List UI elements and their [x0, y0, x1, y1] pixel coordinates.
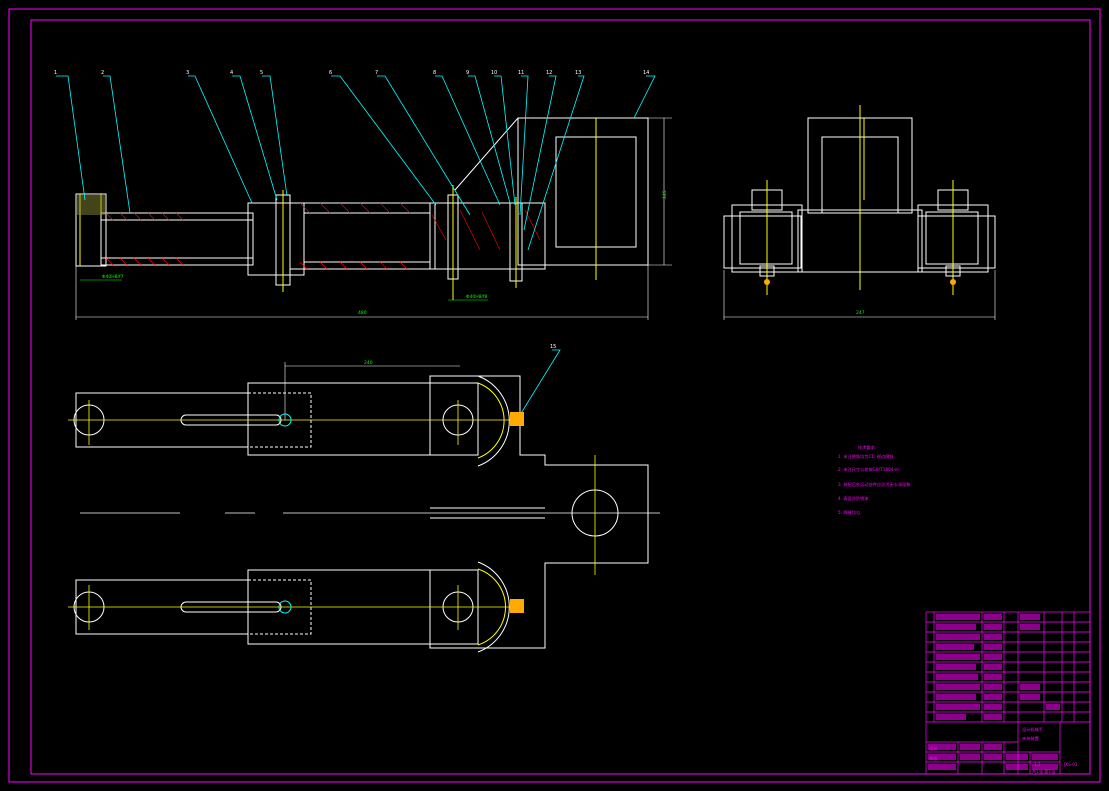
front-view-hatching [105, 202, 541, 270]
fit-dimension-left: Φ40H8/f7 [102, 274, 124, 280]
part-number-3: 3 [186, 70, 189, 76]
part-number-4: 4 [230, 70, 233, 76]
part-number-13: 13 [575, 70, 581, 76]
part-number-11: 11 [518, 70, 524, 76]
outer-frame [8, 8, 1101, 783]
side-view [723, 105, 996, 320]
part-number-14: 14 [643, 70, 649, 76]
tech-requirement-3: 3. 装配后各运动部件应灵活无卡滞现象. [838, 481, 912, 488]
tech-requirement-5: 5. 焊缝均匀. [838, 509, 861, 516]
title-block-scale: 1:1 [1034, 762, 1041, 767]
tech-requirement-1: 1. 未注倒角均为C1, 锐边倒钝. [838, 453, 895, 460]
title-block-title-line2: 夹持装置 [1022, 735, 1039, 742]
end-block-fill [77, 195, 105, 215]
front-view-dimensions [75, 117, 672, 320]
top-view-bolts [278, 413, 292, 614]
part-number-10: 10 [491, 70, 497, 76]
part-number-12: 12 [546, 70, 552, 76]
part-number-8: 8 [433, 70, 436, 76]
front-view [75, 117, 649, 300]
leader-lines [56, 75, 656, 416]
detail-callout-15: 15 [550, 344, 556, 350]
tech-requirement-2: 2. 未注尺寸公差按GB/T1804-m. [838, 466, 900, 473]
part-number-labels: 1 2 3 4 5 6 7 8 9 10 11 12 13 14 15 [54, 70, 649, 350]
top-view-fingertip-pads [510, 412, 524, 613]
height-dimension: 145 [662, 190, 668, 199]
inner-frame [30, 19, 1091, 775]
title-block-parts-list-fill [928, 614, 1060, 770]
part-number-2: 2 [101, 70, 104, 76]
part-number-5: 5 [260, 70, 263, 76]
title-block-drawing-number: JXS-01 [1063, 762, 1078, 767]
side-width-dimension: 247 [856, 310, 865, 316]
pin-distance-dimension: 240 [364, 360, 373, 366]
fit-dimension-right: Φ40H8/f8 [466, 294, 488, 300]
top-view-centerlines [68, 362, 660, 630]
title-block-sheet: 共1张 第1张 [1032, 768, 1056, 775]
title-block-checker: 审核 [929, 755, 938, 762]
title-block-title-line1: 设计机械手 [1022, 726, 1043, 733]
part-number-9: 9 [466, 70, 469, 76]
tech-requirements: 技术要求: 1. 未注倒角均为C1, 锐边倒钝. 2. 未注尺寸公差按GB/T1… [838, 444, 912, 516]
side-view-fingertips [764, 279, 956, 285]
overall-length-dimension: 480 [358, 310, 367, 316]
part-number-6: 6 [329, 70, 332, 76]
tech-requirements-title: 技术要求: [858, 444, 876, 451]
part-number-7: 7 [375, 70, 378, 76]
part-number-1: 1 [54, 70, 57, 76]
title-block-designer: 设计 [929, 745, 937, 752]
tech-requirement-4: 4. 表面涂防锈漆. [838, 495, 870, 502]
